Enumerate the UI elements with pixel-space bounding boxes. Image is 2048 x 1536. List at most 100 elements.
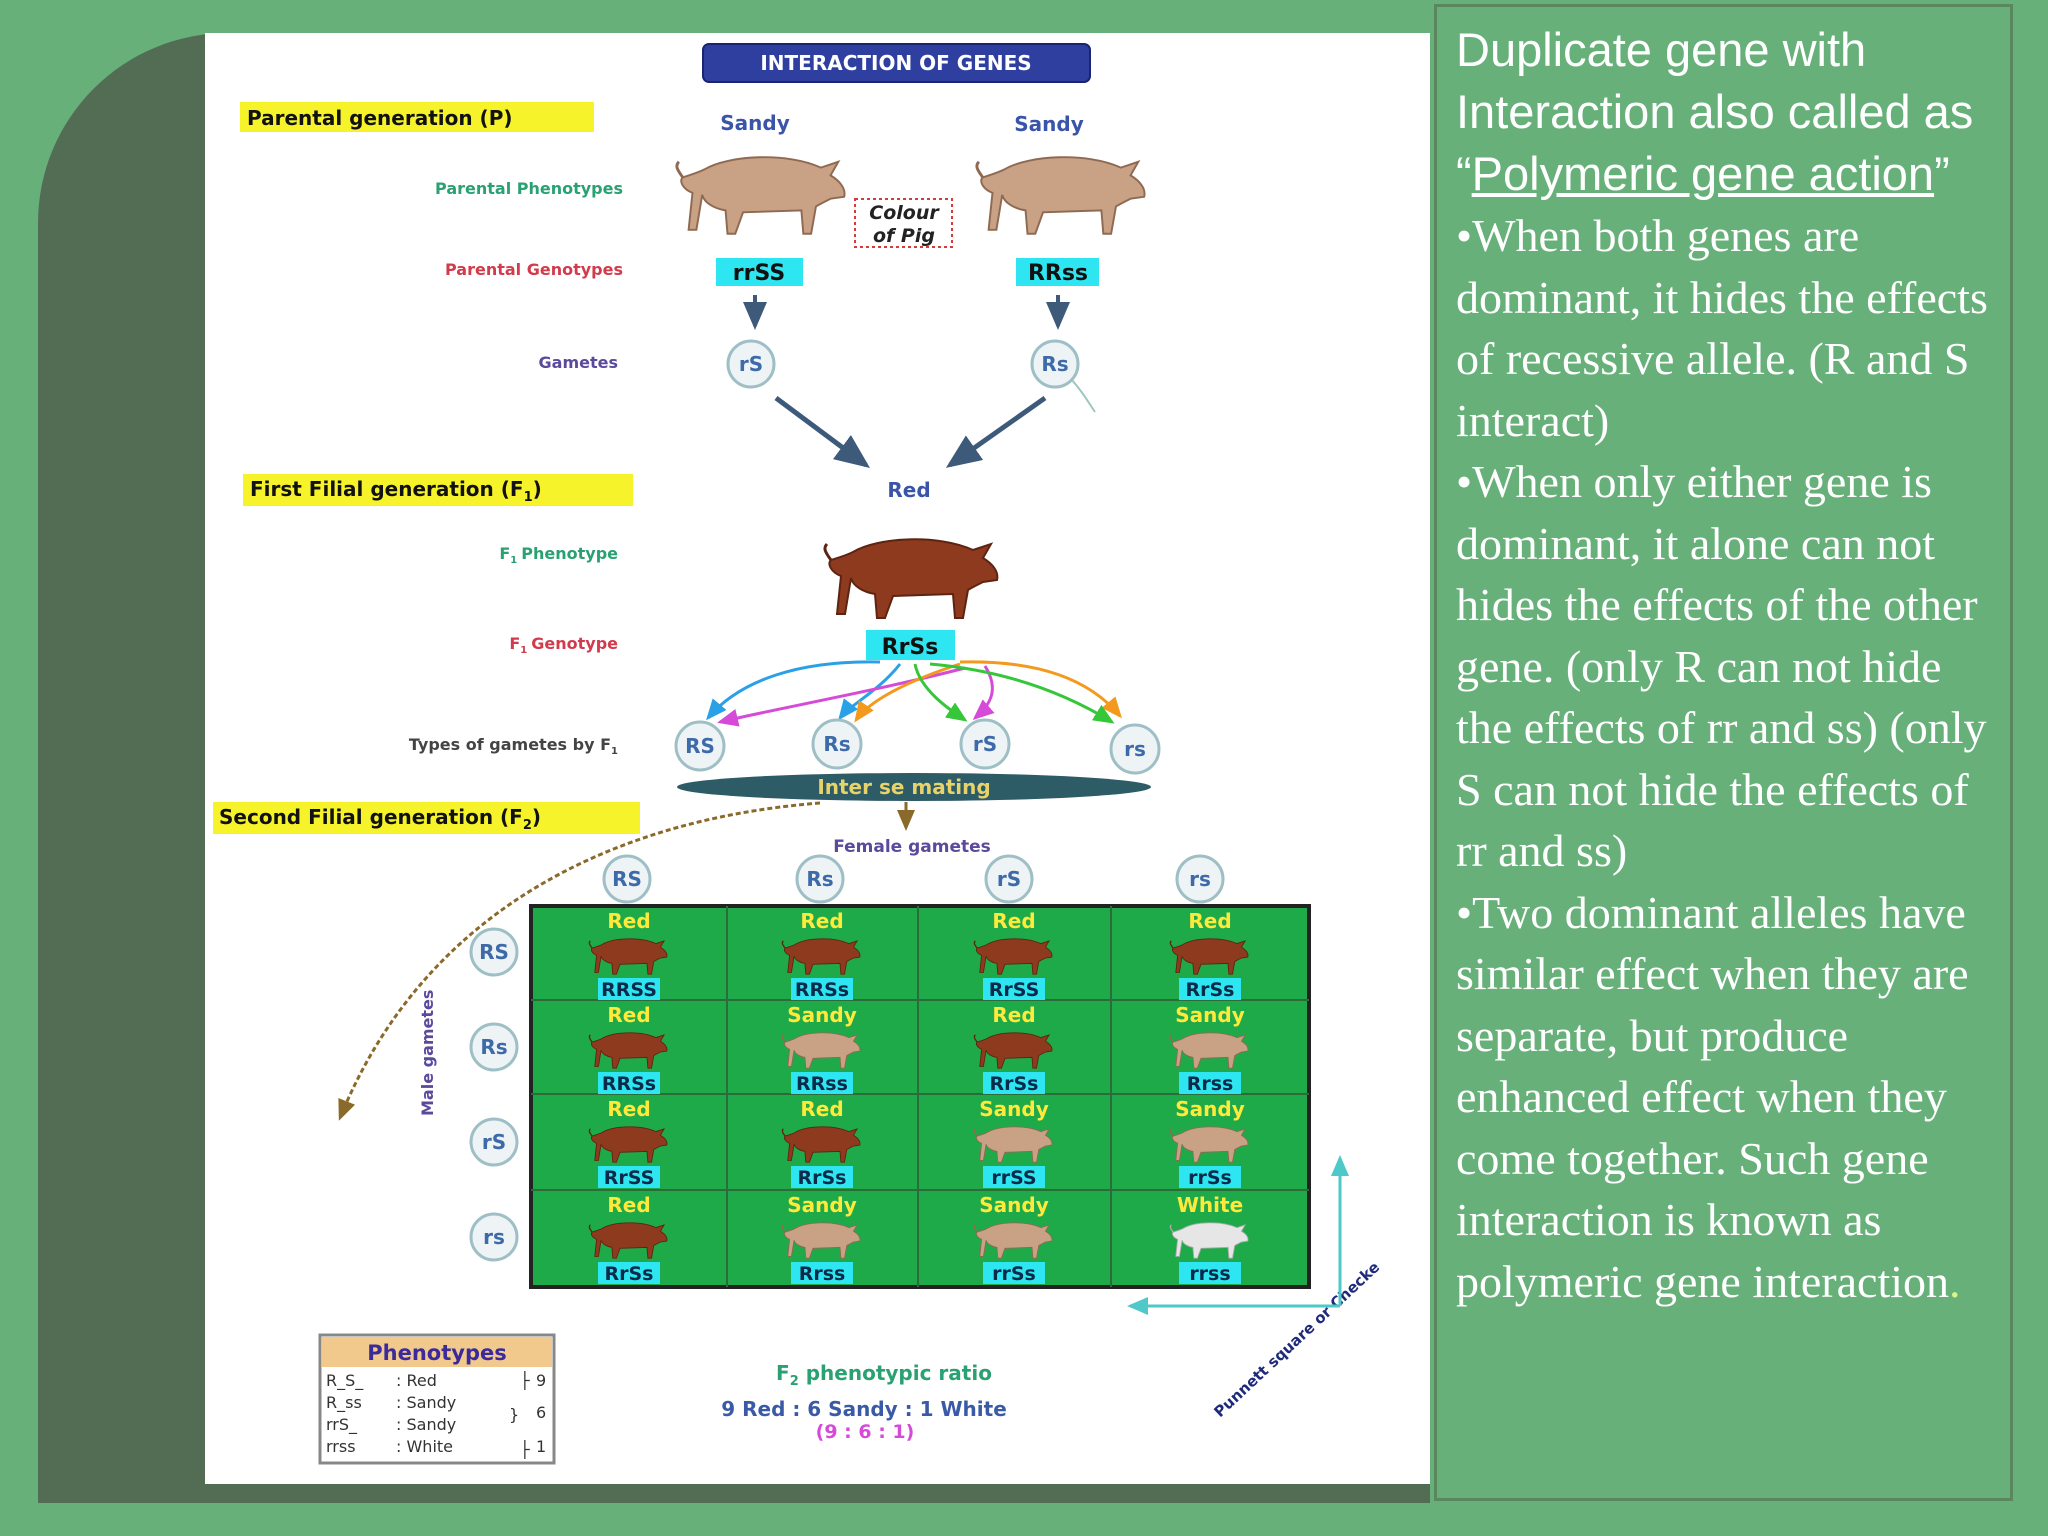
cell-genotype-highlight [598,1072,660,1094]
parental-generation-highlight [240,102,594,132]
cell-genotype: RrSs [605,1263,654,1285]
gamete-arrow-left [774,395,871,468]
svg-text:rs: rs [483,1225,505,1249]
panel-heading: Duplicate gene with Interaction also cal… [1456,19,1992,205]
male-gamete-RS: RS [469,927,519,977]
pheno-genotype: R_S_ [326,1371,364,1391]
cell-genotype: RrSS [604,1167,655,1189]
second-filial-highlight [213,802,640,834]
first-filial-label: First Filial generation (F1) [250,477,542,505]
parent2-gamete: Rs [1041,352,1068,376]
cell-phenotype: Sandy [787,1003,857,1027]
cell-phenotype: Sandy [979,1193,1049,1217]
cell-phenotype: Red [607,1097,650,1121]
title-text: INTERACTION OF GENES [760,51,1031,75]
inter-se-mating-banner: Inter se mating [677,773,1151,801]
cell-genotype: rrSs [1188,1167,1232,1189]
cell-genotype-highlight [983,1262,1045,1284]
female-gamete-rs: rs [1175,854,1225,904]
phenotypes-title: Phenotypes [367,1341,506,1365]
bracket-6: } [509,1405,519,1424]
pheno-genotype: rrS_ [326,1415,358,1435]
pheno-phenotype: : White [396,1437,453,1456]
inter-se-text: Inter se mating [817,775,990,799]
svg-text:Rs: Rs [823,732,850,756]
parent2-genotype-highlight [1016,258,1099,286]
pheno-count: 1 [536,1437,546,1456]
cell-genotype-highlight [983,978,1045,1000]
parent1-genotype-highlight [716,258,803,286]
cell-phenotype: Red [607,909,650,933]
female-gametes-label: Female gametes [833,837,991,857]
bracket-1: ├ [520,1439,530,1459]
cell-genotype: RRSs [602,1073,656,1095]
pheno-genotype: R_ss [326,1393,362,1413]
pheno-count: 9 [536,1371,546,1390]
cell-phenotype: Sandy [979,1097,1049,1121]
cell-phenotype: Sandy [787,1193,857,1217]
f1-genotype-highlight [866,630,955,660]
female-gamete-RS: RS [602,854,652,904]
cell-phenotype: Sandy [1175,1097,1245,1121]
parent1-pig-icon [675,155,847,236]
male-gamete-rS: rS [469,1117,519,1167]
parental-generation-label: Parental generation (P) [247,106,513,130]
cell-genotype-highlight [598,1166,660,1188]
ratio-short: (9 : 6 : 1) [816,1421,915,1443]
pheno-phenotype: : Sandy [396,1415,456,1434]
bullet-3-end: . [1949,1255,1961,1307]
cell-genotype: RRSS [601,979,657,1001]
cell-phenotype: White [1177,1193,1243,1217]
cell-genotype: rrss [1189,1263,1230,1285]
cell-phenotype: Red [607,1193,650,1217]
cell-genotype-highlight [1179,978,1241,1000]
pheno-count: 6 [536,1403,546,1422]
f1-gamete-arrows [706,660,1122,727]
svg-text:rS: rS [973,732,997,756]
f1-pig-icon [823,537,999,620]
bracket-9: ├ [520,1370,530,1390]
heading-part-a: Duplicate gene with Interaction also cal… [1456,23,1974,200]
cell-genotype: RrSs [990,1073,1039,1095]
bullet-1: •When both genes are dominant, it hides … [1456,210,1988,446]
heading-part-b: ” [1934,147,1950,200]
cell-phenotype: Red [992,909,1035,933]
cell-genotype: Rrss [799,1263,846,1285]
cell-genotype: RrSS [989,979,1040,1001]
cell-genotype: RRss [796,1073,848,1095]
male-gamete-Rs: Rs [469,1022,519,1072]
cell-genotype-highlight [791,978,853,1000]
cell-phenotype: Red [800,1097,843,1121]
parent1-gamete: rS [739,352,763,376]
svg-text:Rs: Rs [480,1035,507,1059]
polymeric-gene-action-link[interactable]: Polymeric gene action [1471,147,1935,200]
cell-genotype-highlight [598,1262,660,1284]
parent1-genotype: rrSS [733,261,785,286]
diagram-title: INTERACTION OF GENES [702,43,1091,83]
male-gamete-rs: rs [469,1212,519,1262]
colour-note-line1: Colour [869,202,940,224]
punnett-cell: Sandy rrSs [1169,1097,1249,1189]
parent1-phenotype: Sandy [720,111,790,135]
gametes-label: Gametes [539,353,618,372]
cell-genotype-highlight [983,1166,1045,1188]
male-gametes-label: Male gametes [418,990,437,1116]
cell-phenotype: Red [1188,909,1231,933]
cell-phenotype: Red [800,909,843,933]
svg-text:rS: rS [482,1130,506,1154]
cell-genotype-highlight [1179,1072,1241,1094]
pheno-genotype: rrss [326,1437,356,1456]
